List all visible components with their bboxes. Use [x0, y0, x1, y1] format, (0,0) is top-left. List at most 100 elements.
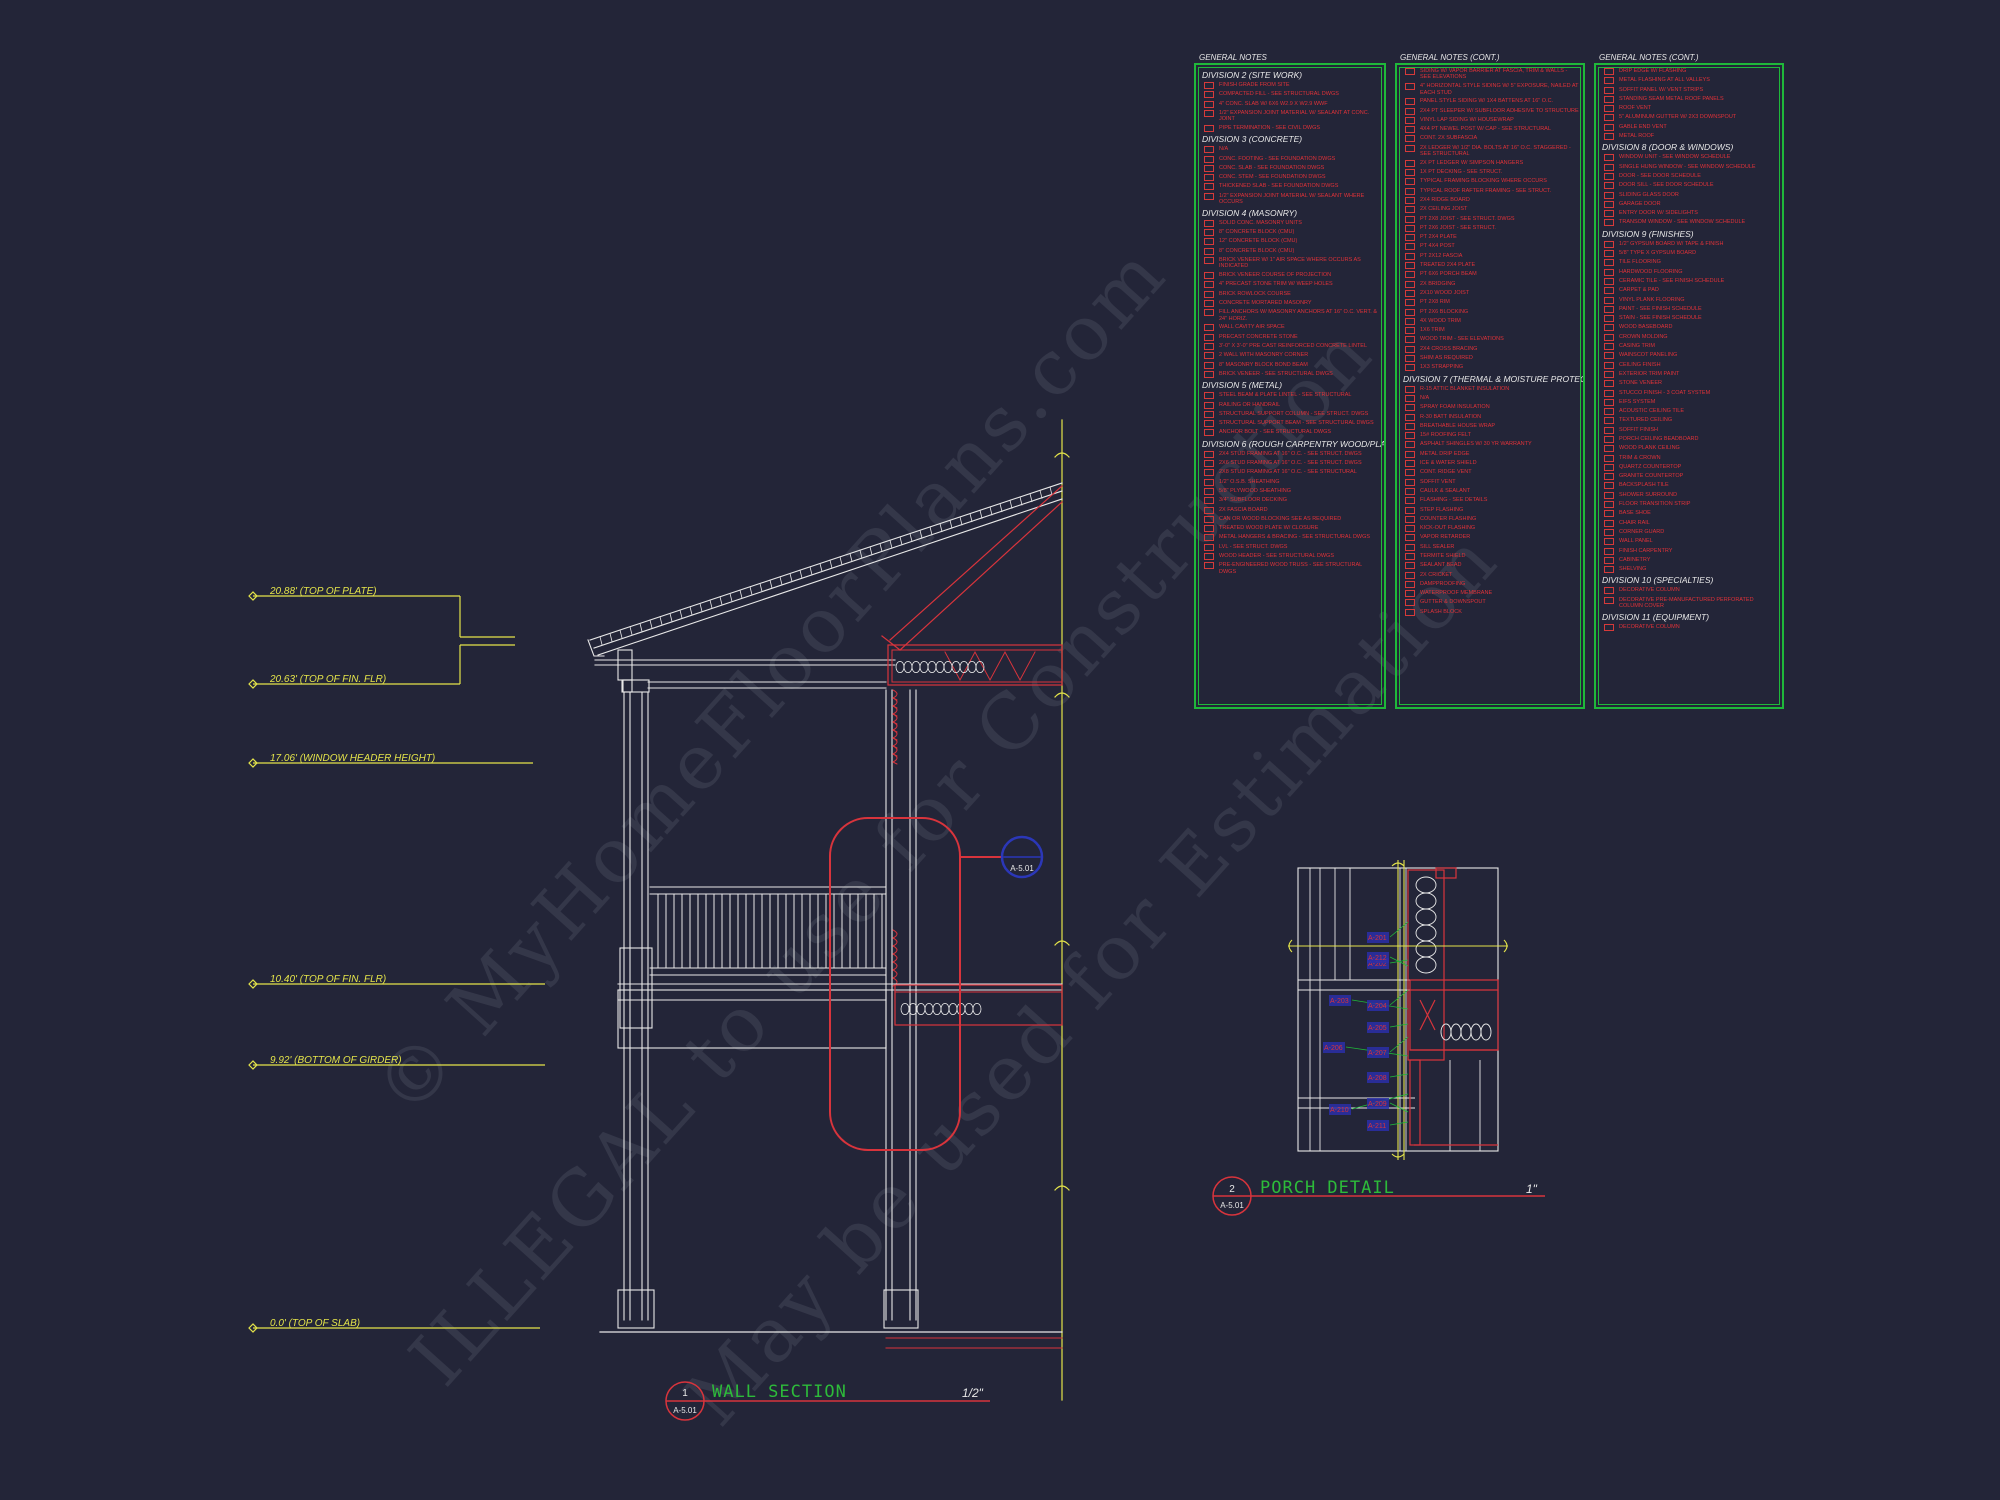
note-tag-box — [1405, 308, 1415, 316]
note-text: CAULK & SEALANT — [1420, 487, 1471, 494]
note-tag-box — [1604, 305, 1614, 313]
note-tag-box — [1604, 528, 1614, 536]
note-item: SOFFIT VENT — [1405, 478, 1579, 486]
note-tag-box — [1405, 441, 1415, 449]
note-tag-box — [1204, 392, 1214, 400]
note-text: BRICK VENEER COURSE OF PROJECTION — [1219, 272, 1332, 279]
note-text: BACKSPLASH TILE — [1619, 482, 1669, 489]
detail-tag: A-206 — [1324, 1045, 1343, 1052]
porch-detail-scale: 1" — [1526, 1182, 1538, 1196]
level-bottom-of-girder: 9.92' (BOTTOM OF GIRDER) — [248, 1055, 545, 1070]
note-tag-box — [1204, 183, 1214, 191]
note-tag-box — [1604, 154, 1614, 162]
roof-shingle-tick — [759, 582, 763, 592]
note-tag-box — [1604, 596, 1614, 604]
note-item: PT 2x6 BLOCKING — [1405, 308, 1579, 316]
note-item: BRICK VENEER - SEE STRUCTURAL DWGS — [1204, 370, 1380, 378]
note-tag-box — [1604, 510, 1614, 518]
note-tag-box — [1405, 178, 1415, 186]
note-tag-box — [1405, 299, 1415, 307]
note-tag-box — [1405, 404, 1415, 412]
detail-tag-box — [1367, 1072, 1389, 1083]
note-tag-box — [1604, 623, 1614, 631]
detail-tag: A-212 — [1368, 955, 1387, 962]
note-item: PT 2x6 JOIST - SEE STRUCT. — [1405, 224, 1579, 232]
note-tag-box — [1405, 599, 1415, 607]
note-item: SOLID CONC. MASONRY UNITS — [1204, 219, 1380, 227]
note-tag-box — [1204, 324, 1214, 332]
note-text: CABINETRY — [1619, 556, 1651, 563]
roof-shingle-tick — [1049, 486, 1053, 496]
note-item: WALL CAVITY AIR SPACE — [1204, 324, 1380, 332]
note-tag-box — [1204, 109, 1214, 117]
section-break-line — [1054, 419, 1070, 1401]
roof-shingle-tick — [599, 636, 603, 646]
wall-insulation-loop — [892, 969, 898, 979]
note-item: STAIN - SEE FINISH SCHEDULE — [1604, 315, 1778, 323]
note-text: BRICK VENEER - SEE STRUCTURAL DWGS — [1219, 370, 1333, 377]
note-text: PT 2x6 BLOCKING — [1420, 308, 1469, 315]
note-tag-box — [1204, 429, 1214, 437]
notes-heading-2: GENERAL NOTES (CONT.) — [1400, 53, 1500, 62]
note-item: 2 WALL WITH MASONRY CORNER — [1204, 352, 1380, 360]
note-item: CONC. STEM - SEE FOUNDATION DWGS — [1204, 174, 1380, 182]
note-tag-box — [1405, 135, 1415, 143]
porch-ceiling — [647, 681, 887, 689]
note-tag-box — [1405, 580, 1415, 588]
detail-tag: A-210 — [1330, 1107, 1349, 1114]
note-text: STAIN - SEE FINISH SCHEDULE — [1619, 315, 1702, 322]
note-text: CONC. SLAB - SEE FOUNDATION DWGS — [1219, 164, 1325, 171]
note-item: WOOD BASEBOARD — [1604, 324, 1778, 332]
note-item: THICKENED SLAB - SEE FOUNDATION DWGS — [1204, 183, 1380, 191]
roof-shingle-tick — [799, 569, 803, 579]
detail-tag: A-208 — [1368, 1075, 1387, 1082]
note-item: GUTTER & DOWNSPOUT — [1405, 599, 1579, 607]
note-text: METAL HANGERS & BRACING - SEE STRUCTURAL… — [1219, 534, 1371, 541]
note-tag-box — [1405, 271, 1415, 279]
note-item: CAULK & SEALANT — [1405, 487, 1579, 495]
note-tag-box — [1204, 515, 1214, 523]
wall-section-sheet: A-5.01 — [673, 1406, 697, 1415]
note-tag-box — [1604, 491, 1614, 499]
note-text: PT 2x6 JOIST - SEE STRUCT. — [1420, 224, 1496, 231]
note-text: CONT. RIDGE VENT — [1420, 469, 1472, 476]
note-item: 8" CONCRETE BLOCK (CMU) — [1204, 247, 1380, 255]
note-item: CABINETRY — [1604, 556, 1778, 564]
note-text: WINDOW UNIT - SEE WINDOW SCHEDULE — [1619, 154, 1731, 161]
note-item: SHOWER SURROUND — [1604, 491, 1778, 499]
note-text: SOFFIT FINISH — [1619, 426, 1659, 433]
note-text: STANDING SEAM METAL ROOF PANELS — [1619, 95, 1724, 102]
note-tag-box — [1604, 268, 1614, 276]
note-tag-box — [1405, 126, 1415, 134]
note-tag-box — [1405, 289, 1415, 297]
note-item: DOOR SILL - SEE DOOR SCHEDULE — [1604, 182, 1778, 190]
roof-shingle-tick — [689, 606, 693, 616]
detail-insulation-loop — [1415, 940, 1437, 958]
note-item: METAL FLASHING AT ALL VALLEYS — [1604, 77, 1778, 85]
note-text: BRICK VENEER W/ 1" AIR SPACE WHERE OCCUR… — [1219, 257, 1361, 270]
note-item: GARAGE DOOR — [1604, 200, 1778, 208]
note-tag-box — [1604, 250, 1614, 258]
note-tag-box — [1604, 454, 1614, 462]
note-tag-box — [1604, 343, 1614, 351]
notes-division-title: DIVISION 11 (EQUIPMENT) — [1602, 611, 1710, 622]
note-tag-box — [1405, 206, 1415, 214]
note-text: FLOOR TRANSITION STRIP — [1619, 501, 1691, 508]
note-text: PT 2x8 JOIST - SEE STRUCT. DWGS — [1420, 215, 1515, 222]
note-item: 4" CONC. SLAB W/ 6x6 W2.9 x W2.9 WWF — [1204, 100, 1380, 108]
note-text: HARDWOOD FLOORING — [1619, 268, 1683, 275]
note-tag-box — [1405, 252, 1415, 260]
note-text: DOOR SILL - SEE DOOR SCHEDULE — [1619, 182, 1714, 189]
note-item: BACKSPLASH TILE — [1604, 482, 1778, 490]
note-item: LVL - SEE STRUCT. DWGS — [1204, 543, 1380, 551]
notes-panel-2: SIDING W/ VAPOR BARRIER AT FASCIA, TRIM … — [1395, 63, 1585, 709]
note-text: DECORATIVE PRE-MANUFACTURED PERFORATED C… — [1619, 596, 1754, 610]
note-tag-box — [1604, 426, 1614, 434]
note-item: EXTERIOR TRIM PAINT — [1604, 370, 1778, 378]
note-tag-box — [1604, 566, 1614, 574]
note-text: FINISH CARPENTRY — [1619, 547, 1673, 554]
note-item: 2x4 PT SLEEPER W/ SUBFLOOR ADHESIVE TO S… — [1405, 107, 1579, 115]
note-text: 5/8" TYPE X GYPSUM BOARD — [1619, 250, 1697, 257]
note-item: 2x PT LEDGER W/ SIMPSON HANGERS — [1405, 159, 1579, 167]
note-item: STONE VENEER — [1604, 380, 1778, 388]
